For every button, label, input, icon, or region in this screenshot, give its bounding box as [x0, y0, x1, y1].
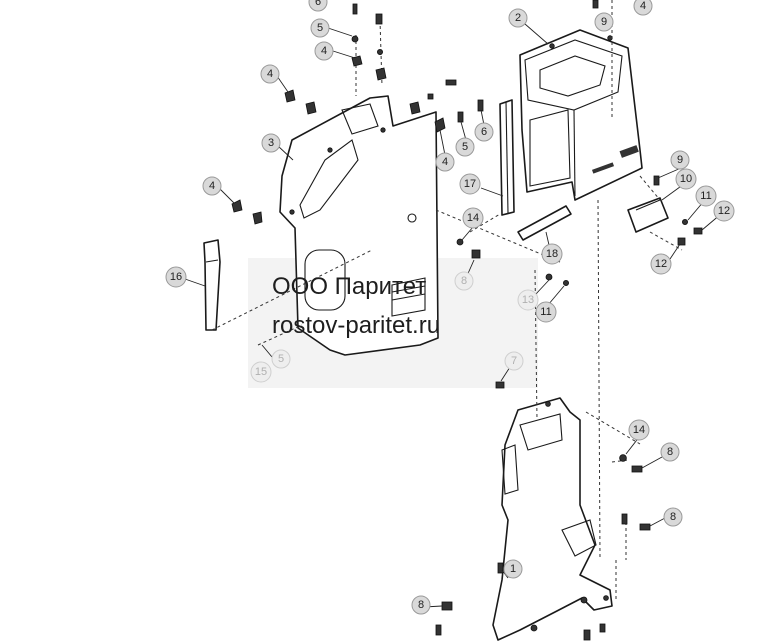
callout-18: 18 [541, 243, 563, 265]
callout-7-faded: 7 [504, 351, 524, 371]
svg-text:10: 10 [680, 173, 692, 185]
svg-text:18: 18 [546, 248, 558, 260]
watermark-site: rostov-paritet.ru [272, 312, 440, 339]
callout-12-right: 12 [713, 200, 735, 222]
svg-text:9: 9 [677, 154, 683, 166]
callout-6-top: 6 [308, 0, 328, 12]
svg-text:7: 7 [511, 355, 517, 367]
side-cover-panel [279, 95, 439, 356]
callout-15-faded: 15 [250, 361, 272, 383]
svg-text:4: 4 [209, 180, 215, 192]
callout-6-mid: 6 [474, 122, 494, 142]
callout-4-left-upper: 4 [260, 64, 280, 84]
svg-text:8: 8 [461, 275, 467, 287]
callout-14-lower: 14 [628, 419, 650, 441]
svg-text:6: 6 [481, 126, 487, 138]
svg-text:14: 14 [467, 212, 479, 224]
bar-18 [517, 205, 572, 241]
svg-text:11: 11 [700, 190, 711, 202]
bracket-10 [627, 197, 669, 233]
callout-8-lower: 8 [660, 442, 680, 462]
svg-text:12: 12 [718, 205, 730, 217]
svg-text:5: 5 [317, 22, 323, 34]
svg-text:11: 11 [540, 306, 551, 318]
svg-text:9: 9 [601, 16, 607, 28]
callout-12-lower: 12 [650, 253, 672, 275]
callout-10: 10 [675, 168, 697, 190]
handle-strip-16 [203, 239, 221, 331]
callout-16: 16 [165, 266, 187, 288]
callout-5-mid: 5 [455, 137, 475, 157]
svg-text:4: 4 [640, 0, 646, 12]
svg-text:5: 5 [462, 141, 468, 153]
callout-5-faded: 5 [271, 349, 291, 369]
callout-4-top: 4 [314, 41, 334, 61]
callout-2: 2 [508, 8, 528, 28]
callout-17: 17 [459, 173, 481, 195]
svg-text:13: 13 [522, 294, 534, 306]
callout-4-mid: 4 [435, 152, 455, 172]
rear-housing [519, 29, 643, 201]
svg-text:2: 2 [515, 12, 521, 24]
svg-text:4: 4 [442, 156, 448, 168]
callout-5-top: 5 [310, 18, 330, 38]
callout-11-mid: 11 [535, 301, 557, 323]
seal-strip-17 [499, 99, 515, 216]
callout-8-bottom-right: 8 [663, 507, 683, 527]
callout-9-top: 9 [594, 12, 614, 32]
callout-13-faded: 13 [517, 289, 539, 311]
svg-text:8: 8 [667, 446, 673, 458]
callout-8-faded: 8 [454, 271, 474, 291]
callout-11-right: 11 [695, 185, 717, 207]
svg-text:8: 8 [670, 511, 676, 523]
callout-8-bottom-left: 8 [411, 595, 431, 615]
svg-text:15: 15 [255, 366, 267, 378]
svg-text:17: 17 [464, 178, 476, 190]
svg-text:8: 8 [418, 599, 424, 611]
svg-text:4: 4 [321, 45, 327, 57]
svg-text:1: 1 [510, 563, 516, 575]
svg-text:16: 16 [170, 271, 182, 283]
lower-frame [492, 397, 613, 641]
callout-9-right: 9 [670, 150, 690, 170]
svg-text:4: 4 [267, 68, 273, 80]
watermark-company: ООО Паритет [272, 273, 426, 300]
hardware [231, 0, 703, 641]
svg-text:12: 12 [655, 258, 667, 270]
callout-4-top-right: 4 [633, 0, 653, 16]
callout-1: 1 [503, 559, 523, 579]
svg-text:14: 14 [633, 424, 645, 436]
callout-4-left-lower: 4 [202, 176, 222, 196]
svg-text:6: 6 [315, 0, 321, 8]
callout-3: 3 [261, 133, 281, 153]
svg-text:3: 3 [268, 137, 274, 149]
callout-14-mid: 14 [462, 207, 484, 229]
svg-text:5: 5 [278, 353, 284, 365]
